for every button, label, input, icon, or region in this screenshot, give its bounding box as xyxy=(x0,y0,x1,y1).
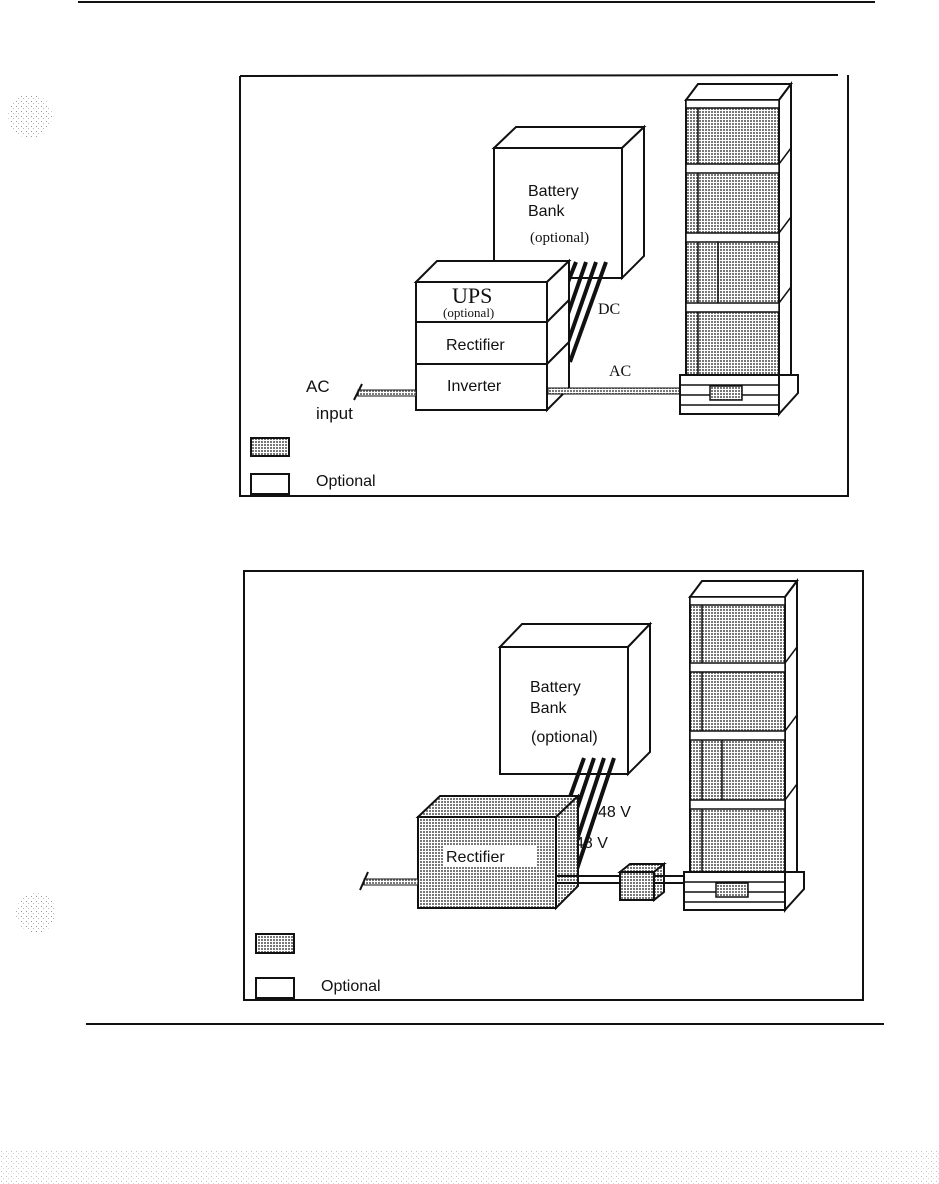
legend-1: Optional xyxy=(250,437,376,495)
ac-output-label: AC xyxy=(609,363,631,380)
ac-input-label-line2: input xyxy=(316,404,353,423)
voltage-label-upper: 48 V xyxy=(598,804,631,821)
figure-1-frame xyxy=(239,74,849,497)
figure-2: Battery Bank (optional) 48 V 48 V Rectif… xyxy=(243,570,864,1001)
legend-shaded-swatch xyxy=(250,437,290,457)
figure-1: Battery Bank (optional) DC UPS (optional… xyxy=(239,74,849,497)
ups-label: UPS xyxy=(452,283,492,308)
legend-optional-swatch xyxy=(250,473,290,495)
rectifier-label-2: Rectifier xyxy=(446,849,505,866)
battery-label-line2: Bank xyxy=(530,700,567,717)
battery-label-line3: (optional) xyxy=(531,729,598,746)
voltage-label-lower: 48 V xyxy=(575,835,608,852)
binder-hole-bottom xyxy=(16,893,56,933)
cabinet-tower-1 xyxy=(679,81,799,417)
rectifier-label-1: Rectifier xyxy=(446,337,505,354)
legend-optional-swatch xyxy=(255,977,295,999)
rectifier-box-2: Rectifier xyxy=(415,793,581,911)
battery-label-line3: (optional) xyxy=(530,230,589,246)
ac-output-cable xyxy=(547,387,689,395)
figure-2-frame xyxy=(243,570,864,1001)
legend-shaded-swatch xyxy=(255,933,295,954)
ac-input-label-line1: AC xyxy=(306,377,330,396)
legend-2: Optional xyxy=(255,933,381,999)
ac-input-cable-2 xyxy=(363,878,419,886)
inverter-label: Inverter xyxy=(447,378,502,395)
scan-noise-strip xyxy=(0,1150,939,1184)
battery-label-line2: Bank xyxy=(528,203,565,220)
ups-stack-1: UPS (optional) Rectifier Inverter xyxy=(413,258,572,413)
battery-bank-2: Battery Bank (optional) xyxy=(497,621,653,777)
battery-label-line1: Battery xyxy=(530,679,581,696)
ups-optional-label: (optional) xyxy=(443,305,494,320)
binder-hole-top xyxy=(8,94,52,138)
battery-label-line1: Battery xyxy=(528,183,579,200)
battery-bank-1: Battery Bank (optional) xyxy=(491,124,647,281)
dc-label: DC xyxy=(598,301,620,318)
ac-input-cable xyxy=(357,389,417,397)
legend-optional-label: Optional xyxy=(321,978,381,995)
cabinet-tower-2 xyxy=(683,578,805,913)
legend-optional-label: Optional xyxy=(316,473,376,490)
